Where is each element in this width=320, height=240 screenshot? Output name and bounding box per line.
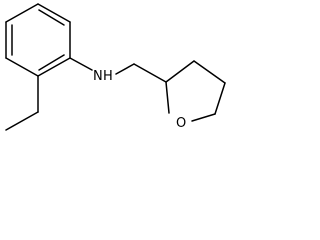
ring-bond (37, 3, 71, 23)
ring-double-bond (38, 9, 65, 26)
benzene-ring (5, 3, 71, 77)
ethyl-bond (5, 111, 39, 131)
amine-hydrogen-label: H (103, 69, 113, 84)
structure-canvas: N H O (0, 0, 244, 146)
thf-bond (165, 60, 195, 83)
thf-bond (214, 82, 226, 115)
molecule-drawing: N H O (5, 3, 226, 131)
ring-bond (5, 57, 39, 77)
ring-bond (37, 57, 71, 77)
amine-nitrogen-label: N (93, 69, 103, 84)
thf-bond (191, 113, 216, 122)
ethyl-group (5, 75, 39, 131)
tetrahydrofuran-ring: O (165, 60, 226, 131)
ring-bond (5, 3, 39, 23)
methylene-ring-bond (133, 63, 167, 83)
ring-oxygen-label: O (176, 116, 186, 131)
amine-linkage: N H (69, 57, 167, 84)
ring-double-bond (38, 54, 65, 71)
aryl-nitrogen-bond (69, 57, 93, 71)
thf-bond (165, 81, 170, 114)
nitrogen-methylene-bond (115, 63, 135, 75)
thf-bond (193, 60, 226, 84)
